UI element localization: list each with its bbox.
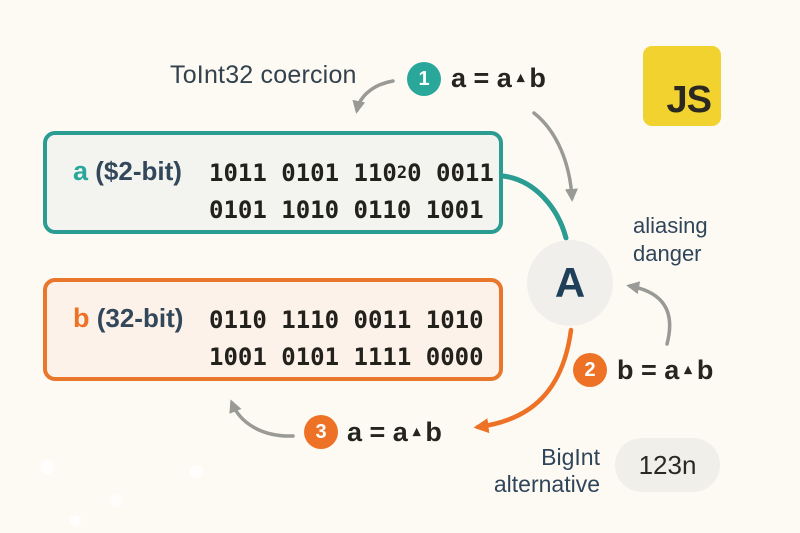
arrow-step2-to-alias: [626, 281, 672, 346]
step-1-eq-post: b: [529, 63, 546, 93]
variable-b-bits: (32-bit): [89, 303, 184, 333]
xor-caret-icon: ▴: [516, 69, 525, 86]
step-3-equation: a = a▴b: [347, 417, 442, 448]
variable-b-binary-line1: 0110 1110 0011 1010: [209, 306, 484, 334]
step-2-equation: b = a▴b: [617, 355, 713, 386]
bigint-literal-pill: 123n: [615, 438, 720, 492]
alias-node-letter: A: [554, 259, 586, 306]
arrow-step3-to-box-b: [229, 399, 295, 438]
alias-caption-line1: aliasing: [633, 213, 708, 238]
variable-a-binary: 1011 0101 11020 0011 0101 1010 0110 1001: [209, 135, 494, 229]
step-2-eq-pre: b = a: [617, 355, 680, 385]
binary-a1-post: 0 0011: [407, 159, 494, 187]
step-3-number: 3: [315, 420, 327, 443]
connector-alias-to-step3: [473, 327, 574, 434]
step-1-number: 1: [418, 67, 430, 90]
binary-a1-pre: 1011 0101 110: [209, 159, 397, 187]
variable-a-binary-line1: 1011 0101 11020 0011: [209, 155, 494, 192]
step-1-eq-pre: a = a: [451, 63, 512, 93]
variable-b-label: b (32-bit): [73, 282, 209, 334]
binary-a1-glitch: 2: [396, 163, 408, 183]
xor-caret-icon: ▴: [412, 423, 421, 440]
connector-box-a-to-alias: [500, 173, 569, 241]
variable-b-name: b: [73, 303, 90, 333]
alias-caption-line2: danger: [633, 241, 702, 266]
decor-dot: [40, 460, 54, 474]
decor-dot: [110, 495, 122, 507]
variable-a-box: a ($2-bit) 1011 0101 11020 0011 0101 101…: [43, 131, 503, 234]
variable-a-label: a ($2-bit): [73, 135, 209, 187]
variable-a-bits: ($2-bit): [88, 156, 182, 186]
javascript-logo: JS: [643, 46, 721, 126]
step-1-equation: a = a▴b: [451, 63, 546, 94]
decor-dot: [70, 515, 81, 526]
diagram-title: ToInt32 coercion: [170, 61, 357, 89]
alias-danger-caption: aliasing danger: [633, 212, 708, 268]
step-3-badge: 3: [304, 415, 338, 449]
alias-node-circle: A: [527, 240, 613, 326]
step-3-eq-post: b: [425, 417, 442, 447]
bigint-label-line2: alternative: [493, 471, 600, 497]
arrow-step1-to-alias: [532, 111, 578, 202]
arrow-title-to-box-a: [352, 79, 395, 114]
decor-dot: [190, 465, 203, 478]
step-2-badge: 2: [573, 353, 607, 387]
variable-b-box: b (32-bit) 0110 1110 0011 1010 1001 0101…: [43, 278, 503, 381]
bigint-label-line1: BigInt: [541, 444, 600, 470]
xor-caret-icon: ▴: [684, 361, 692, 378]
variable-a-binary-line2: 0101 1010 0110 1001: [209, 196, 484, 224]
step-3-eq-pre: a = a: [347, 417, 408, 447]
variable-b-binary: 0110 1110 0011 1010 1001 0101 1111 0000: [209, 282, 484, 376]
bigint-literal-text: 123n: [638, 449, 697, 480]
javascript-logo-text: JS: [666, 79, 712, 121]
step-2-eq-post: b: [696, 355, 714, 385]
variable-b-binary-line2: 1001 0101 1111 0000: [209, 343, 484, 371]
bigint-alternative-label: BigInt alternative: [494, 444, 600, 498]
step-1-badge: 1: [407, 62, 441, 96]
variable-a-name: a: [73, 156, 89, 186]
step-2-number: 2: [584, 358, 596, 381]
